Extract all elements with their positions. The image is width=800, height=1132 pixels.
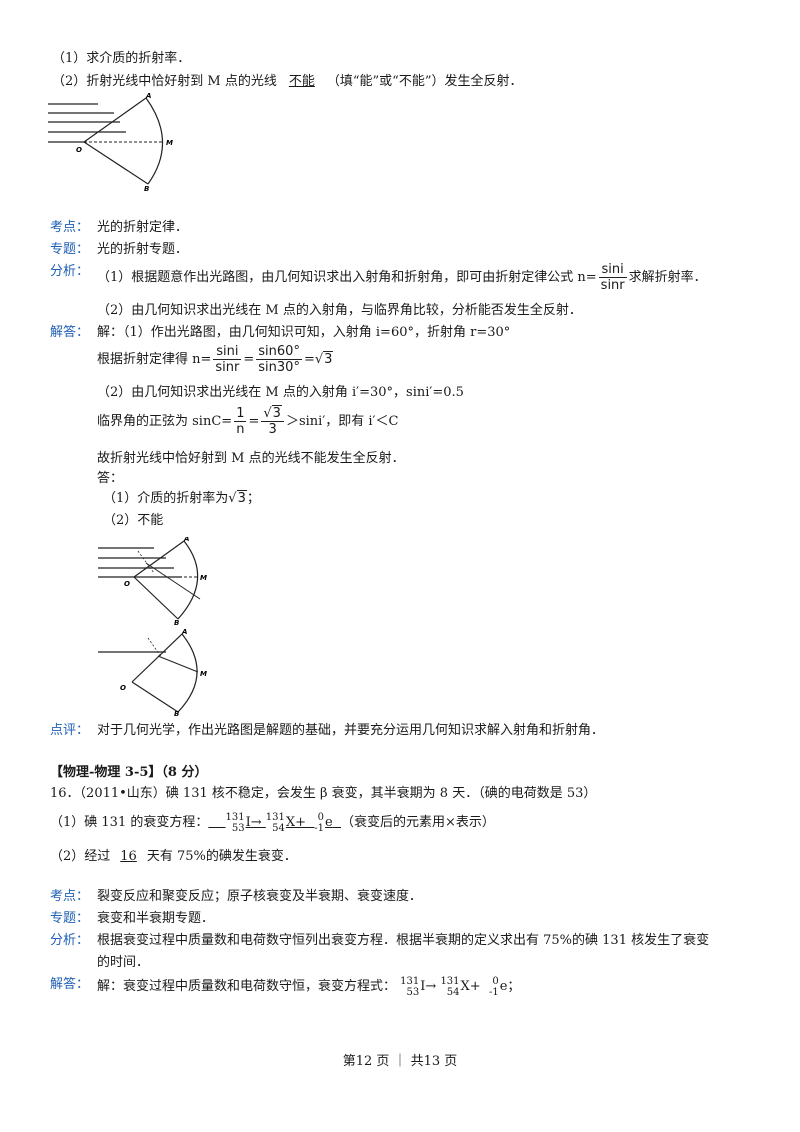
jieda-line-1: 解：（1）作出光路图，由几何知识可知，入射角 i=60°，折射角 r=30° <box>97 325 511 340</box>
zhuanti-text: 光的折射专题． <box>97 242 189 257</box>
dianping-tag: 点评： <box>50 723 90 738</box>
svg-text:M: M <box>200 574 207 582</box>
sqrt-3: √3 <box>314 351 334 367</box>
fenxi-line-1: （1）根据题意作出光路图，由几何知识求出入射角和折射角，即可由折射定律公式 n=… <box>97 262 707 293</box>
answer-2: （2）不能 <box>103 513 164 528</box>
q15-part2: （2）折射光线中恰好射到 M 点的光线不能（填“能”或“不能”）发生全反射． <box>52 74 523 89</box>
fenxi-tag: 分析： <box>50 264 90 279</box>
q16-stem: 16．（2011•山东）碘 131 核不稳定，会发生 β 衰变，其半衰期为 8 … <box>50 786 597 801</box>
page-footer: 第12 页 ｜ 共13 页 <box>342 1054 458 1069</box>
svg-text:A: A <box>181 628 187 636</box>
fenxi-2-line-2: 的时间． <box>97 955 150 970</box>
svg-text:B: B <box>174 710 179 716</box>
kaodian-text-2: 裂变反应和聚变反应；原子核衰变及半衰期、衰变速度． <box>97 889 423 904</box>
kaodian-tag-2: 考点： <box>50 889 90 904</box>
fenxi-line-2: （2）由几何知识求出光线在 M 点的入射角，与临界角比较，分析能否发生全反射． <box>97 303 582 318</box>
kaodian-tag: 考点： <box>50 220 90 235</box>
zhuanti-tag: 专题： <box>50 242 90 257</box>
answer-1: （1）介质的折射率为√3； <box>103 490 260 506</box>
fenxi-2-line-1: 根据衰变过程中质量数和电荷数守恒列出衰变方程．根据半衰期的定义求出有 75%的碘… <box>97 933 710 948</box>
section-heading: 【物理-物理 3-5】（8 分） <box>50 765 208 780</box>
answer-label: 答： <box>97 471 124 486</box>
svg-text:O: O <box>120 684 126 692</box>
jieda-tag: 解答： <box>50 325 90 340</box>
figure-light-path-1: A B O M <box>98 537 207 625</box>
svg-text:M: M <box>200 670 207 678</box>
q15-part1: （1）求介质的折射率． <box>52 51 191 66</box>
fig1-label-m: M <box>166 139 173 147</box>
zhuanti-text-2: 衰变和半衰期专题． <box>97 911 215 926</box>
kaodian-text: 光的折射定律． <box>97 220 189 235</box>
svg-text:B: B <box>174 619 179 625</box>
figure-prism-1: A B O M <box>48 92 173 192</box>
figure-light-path-2: A B O M <box>98 628 207 716</box>
svg-text:A: A <box>183 537 189 543</box>
conclusion-line: 故折射光线中恰好射到 M 点的光线不能发生全反射． <box>97 451 405 466</box>
fig1-label-o: O <box>76 146 82 154</box>
jieda-tag-2: 解答： <box>50 977 90 992</box>
dianping-text: 对于几何光学，作出光路图是解题的基础，并要充分运用几何知识求解入射角和折射角． <box>97 723 605 738</box>
half-life-answer: 16 <box>120 849 137 864</box>
fenxi-tag-2: 分析： <box>50 933 90 948</box>
fig1-label-a: A <box>145 92 151 100</box>
svg-text:O: O <box>124 580 130 588</box>
jieda-line-2: （2）由几何知识求出光线在 M 点的入射角 i′=30°，sini′=0.5 <box>97 385 464 400</box>
fig1-label-b: B <box>144 185 149 192</box>
zhuanti-tag-2: 专题： <box>50 911 90 926</box>
q15-part2-answer: 不能 <box>288 74 315 89</box>
